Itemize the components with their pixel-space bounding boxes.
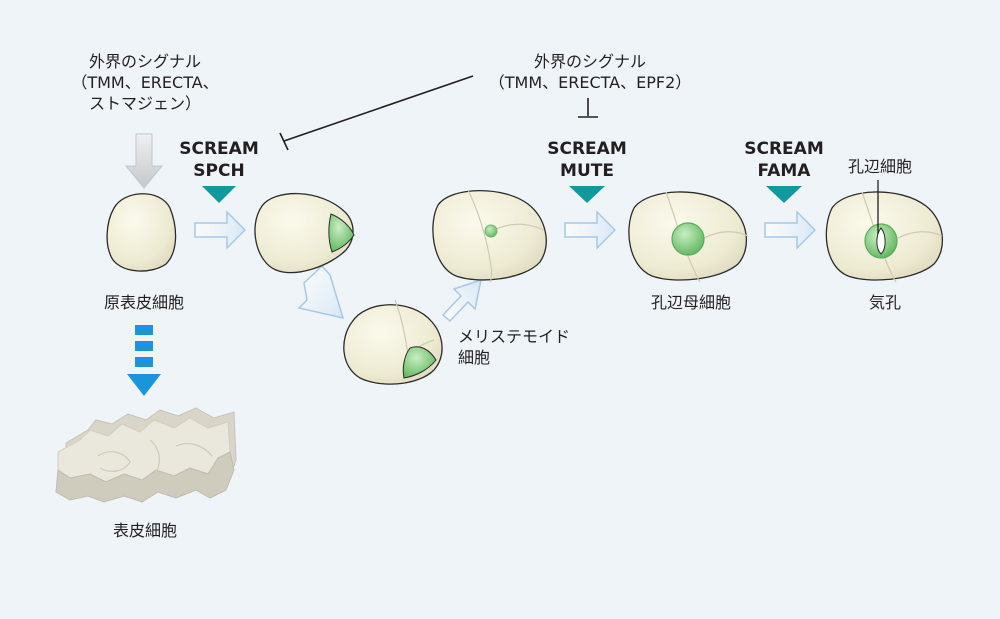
signal-gray-arrow [124,133,164,189]
protoderm-label: 原表皮細胞 [103,293,184,312]
fama-text: FAMA [757,161,811,181]
left-signal-factors-cont: ストマジェン） [88,94,201,113]
guard-cell-label: 孔辺細胞 [847,157,912,176]
meristemoid-label: メリステモイド 細胞 [458,326,570,368]
spch-scream-text: SCREAM [179,139,259,159]
pavement-dashed-arrow [127,325,161,396]
pavement-cell-block [55,407,237,503]
flow-arrow-1 [194,210,247,250]
flow-arrow-2 [297,264,345,320]
mute-factor-label: SCREAM MUTE [532,138,642,182]
mute-text: MUTE [560,161,614,181]
mute-inhibition-bar [578,98,598,118]
spch-text: SPCH [193,161,245,181]
stomatal-pore [876,227,886,255]
spch-inhibition-line [279,75,474,151]
spch-marker [202,186,236,203]
spch-factor-label: SCREAM SPCH [164,138,274,182]
amplifying-cell [432,189,547,283]
spch-cell [254,192,355,274]
left-signal-label: 外界のシグナル （TMM、ERECTA、 ストマジェン） [40,51,250,114]
stomata-cell [825,180,944,283]
mute-marker [569,186,605,203]
right-signal-label: 外界のシグナル （TMM、ERECTA、EPF2） [470,51,710,93]
flow-arrow-5 [764,210,817,250]
fama-factor-label: SCREAM FAMA [729,138,839,182]
gmc-label: 孔辺母細胞 [650,293,731,312]
right-signal-factors: （TMM、ERECTA、EPF2） [488,73,692,92]
pavement-cell-label: 表皮細胞 [112,521,177,540]
right-signal-title: 外界のシグナル [533,52,646,71]
fama-marker [766,186,802,203]
flow-arrow-4 [564,210,617,250]
stomata-label: 気孔 [868,293,901,312]
flow-arrow-3 [441,278,482,323]
protodermal-cell [106,193,177,272]
meristemoid-label-line2: 細胞 [458,348,491,367]
meristemoid-label-line1: メリステモイド [458,327,571,346]
left-signal-factors: （TMM、ERECTA、 [71,73,219,92]
meristemoid-cell [343,299,443,385]
fama-scream-text: SCREAM [744,139,824,159]
gmc-cell [628,191,749,283]
mute-scream-text: SCREAM [547,139,627,159]
left-signal-title: 外界のシグナル [88,52,201,71]
